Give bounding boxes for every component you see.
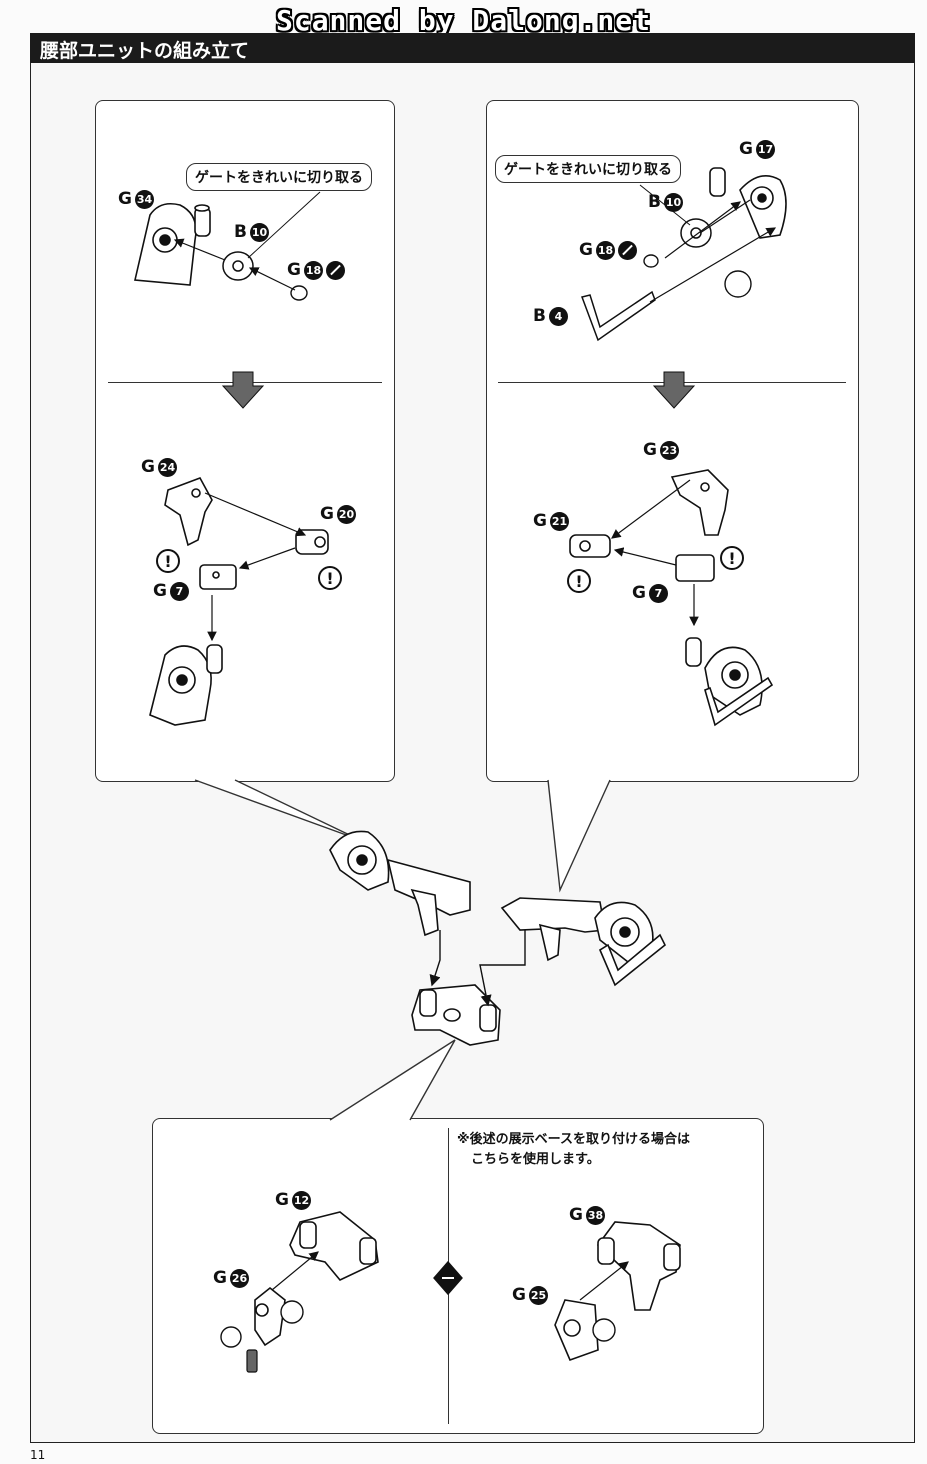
warning-icon: ! [156, 549, 180, 573]
part-number-badge: 17 [755, 139, 775, 159]
part-g25 [554, 1299, 599, 1362]
section-title: 腰部ユニットの組み立て [40, 40, 250, 62]
part-number-badge: 7 [648, 583, 668, 603]
detail-circle-pin [220, 1326, 242, 1348]
part-small-pin [246, 1349, 258, 1373]
assembled-right-unit [500, 897, 667, 987]
gate-cut-callout-right: ゲートをきれいに切り取る [495, 155, 681, 183]
part-b10-left [222, 251, 254, 281]
nipper-cut-icon [617, 240, 637, 260]
part-g18-right [643, 254, 659, 268]
part-g34 [134, 202, 211, 286]
page-number: 11 [30, 1448, 46, 1462]
section-header: 腰部ユニットの組み立て [30, 33, 915, 63]
gate-cut-callout-left: ゲートをきれいに切り取る [186, 163, 372, 191]
right-down-arrow [652, 371, 696, 409]
scan-watermark: Scanned by Dalong.net [275, 4, 651, 37]
part-g12 [289, 1211, 379, 1281]
part-g38 [596, 1221, 681, 1311]
detail-circle-g26 [280, 1300, 304, 1324]
part-detail-circle [724, 270, 752, 298]
display-base-note: ※後述の展示ベースを取り付ける場合は こちらを使用します。 [457, 1130, 690, 1170]
alternate-parts-icon [433, 1260, 463, 1296]
assembled-right-hip [685, 637, 774, 727]
assembled-left-unit [329, 830, 471, 937]
warning-icon: ! [567, 569, 591, 593]
detail-circle-g25 [592, 1318, 616, 1342]
part-g24 [164, 477, 213, 547]
part-number-badge: 18 [595, 240, 615, 260]
left-down-arrow [221, 371, 265, 409]
left-panel-pointer [194, 779, 361, 841]
assembled-left-hip [149, 644, 223, 726]
part-number-badge: 20 [336, 504, 356, 524]
part-number-badge: 12 [291, 1190, 311, 1210]
part-b4 [581, 290, 656, 342]
part-g23 [670, 469, 729, 536]
part-number-badge: 7 [169, 581, 189, 601]
part-number-badge: 18 [303, 260, 323, 280]
part-number-badge: 24 [157, 457, 177, 477]
part-number-badge: 25 [528, 1285, 548, 1305]
part-g17 [709, 167, 787, 239]
part-g7-right [675, 554, 715, 582]
left-assembly-panel [95, 100, 395, 782]
nipper-cut-icon [325, 260, 345, 280]
note-line-2: こちらを使用します。 [471, 1152, 600, 1167]
part-g21 [569, 534, 611, 558]
note-line-1: ※後述の展示ベースを取り付ける場合は [457, 1132, 690, 1147]
part-number-badge: 10 [249, 222, 269, 242]
part-number-badge: 26 [229, 1268, 249, 1288]
warning-icon: ! [720, 546, 744, 570]
bottom-panel-pointer [329, 1039, 456, 1121]
part-g7-left [199, 564, 237, 590]
warning-icon: ! [318, 566, 342, 590]
right-panel-pointer [547, 779, 611, 893]
part-number-badge: 21 [549, 511, 569, 531]
part-number-badge: 4 [548, 306, 568, 326]
part-g26 [254, 1286, 286, 1347]
part-number-badge: 38 [585, 1205, 605, 1225]
waist-base-part [411, 984, 501, 1046]
part-number-badge: 34 [134, 189, 154, 209]
part-number-badge: 23 [659, 440, 679, 460]
part-g18-left [290, 285, 308, 301]
part-number-badge: 10 [663, 192, 683, 212]
